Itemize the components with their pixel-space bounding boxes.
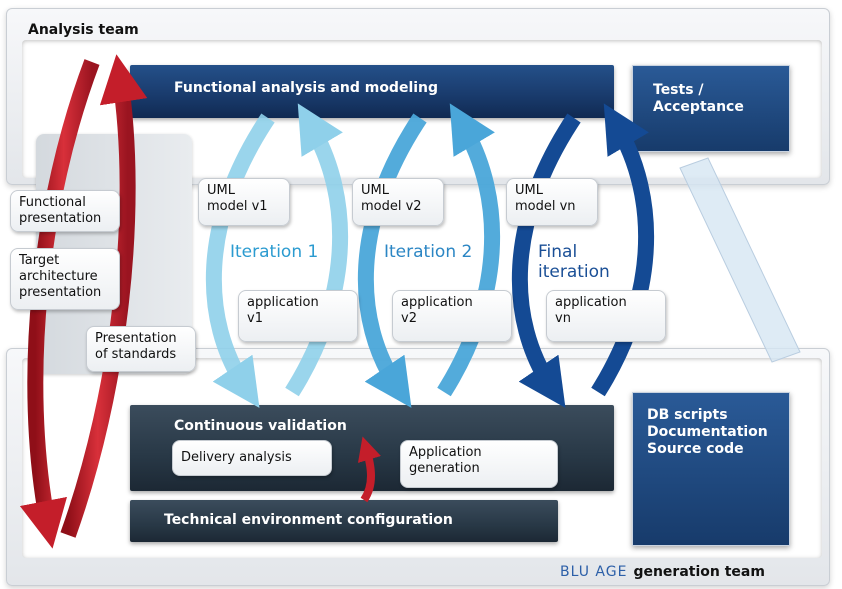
application-v2-box: application v2 — [392, 290, 512, 342]
deliverable-documentation: Documentation — [647, 424, 768, 440]
analysis-team-label: Analysis team — [28, 22, 139, 38]
delivery-analysis-box: Delivery analysis — [172, 440, 332, 476]
iteration-2-arrow-up — [437, 103, 501, 397]
deliverables-box: DB scripts Documentation Source code — [632, 392, 790, 546]
iteration-2-arrow-down — [357, 113, 427, 408]
tests-acceptance-label: Tests / Acceptance — [653, 82, 744, 115]
red-arrow-small — [357, 436, 381, 503]
iteration-2-label: Iteration 2 — [384, 242, 473, 262]
functional-presentation-box: Functional presentation — [10, 190, 120, 232]
iteration-1-label: Iteration 1 — [230, 242, 319, 262]
deliverable-source-code: Source code — [647, 441, 744, 457]
blu-age-logo: BLU AGE — [560, 564, 628, 580]
iteration-1-arrow-up — [285, 103, 349, 397]
application-generation-box: Application generation — [400, 440, 558, 488]
acceptance-connector — [679, 157, 801, 363]
functional-analysis-bar: Functional analysis and modeling — [130, 65, 614, 118]
architecture-presentation-box: Target architecture presentation — [10, 248, 120, 310]
iteration-1-arrow-down — [205, 113, 275, 408]
continuous-validation-label: Continuous validation — [174, 418, 347, 434]
deliverable-db-scripts: DB scripts — [647, 407, 728, 423]
uml-model-vn-box: UML model vn — [506, 178, 598, 226]
uml-model-v1-box: UML model v1 — [198, 178, 290, 226]
technical-environment-label: Technical environment configuration — [164, 512, 453, 528]
functional-analysis-label: Functional analysis and modeling — [174, 80, 439, 96]
tests-acceptance-box: Tests / Acceptance — [632, 65, 790, 152]
uml-model-v2-box: UML model v2 — [352, 178, 444, 226]
iteration-final-label: Final iteration — [538, 242, 610, 282]
application-vn-box: application vn — [546, 290, 666, 342]
standards-presentation-box: Presentation of standards — [86, 326, 196, 372]
iteration-final-arrow-up — [591, 103, 655, 397]
technical-environment-bar: Technical environment configuration — [130, 500, 558, 542]
iteration-final-arrow-down — [511, 113, 581, 408]
application-v1-box: application v1 — [238, 290, 358, 342]
red-arrow-up — [60, 54, 148, 538]
